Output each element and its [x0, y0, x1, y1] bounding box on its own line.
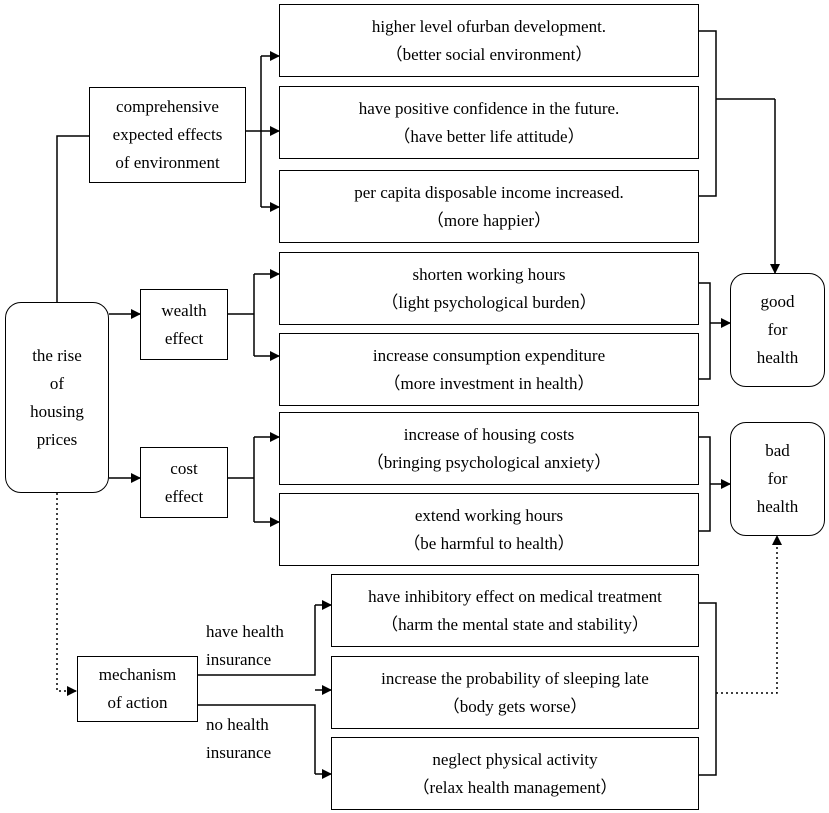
effect-main-text: increase the probability of sleeping lat…: [381, 668, 649, 688]
effect-sub-text: （relax health management）: [412, 777, 618, 797]
effect-box: extend working hours （be harmful to heal…: [279, 493, 699, 566]
root-line: prices: [36, 429, 78, 449]
effect-sub-text: （body gets worse）: [442, 696, 588, 716]
effect-box: increase consumption expenditure （more i…: [279, 333, 699, 406]
wealth-effect-node: wealth effect: [140, 289, 228, 360]
environment-effect-node: comprehensive expected effects of enviro…: [89, 87, 246, 183]
effect-main-text: extend working hours: [414, 505, 564, 525]
branch-label-line: insurance: [206, 743, 272, 762]
node-line: of environment: [115, 153, 220, 172]
node-line: mechanism: [98, 665, 177, 684]
node-line: of action: [107, 693, 168, 712]
bad-for-health-node: bad for health: [730, 422, 825, 536]
outcome-line: good: [760, 292, 795, 311]
branch-label-line: insurance: [206, 650, 272, 669]
effect-box: higher level ofurban development. （bette…: [279, 4, 699, 77]
root-line: the rise: [32, 345, 82, 365]
branch-label-line: no health: [206, 715, 269, 734]
effect-main-text: neglect physical activity: [432, 749, 598, 769]
effect-box: have inhibitory effect on medical treatm…: [331, 574, 699, 647]
node-line: cost: [170, 458, 198, 478]
effect-box: have positive confidence in the future. …: [279, 86, 699, 159]
root-to-mechanism-dotted-arrow: [56, 493, 77, 696]
effect-box: shorten working hours （light psychologic…: [279, 252, 699, 325]
effect-sub-text: （better social environment）: [385, 44, 593, 64]
outcome-line: health: [756, 497, 799, 516]
mechanism-to-bad-dotted-arrow: [716, 535, 782, 694]
effect-sub-text: （light psychological burden）: [381, 292, 597, 312]
outcome-line: bad: [765, 441, 790, 460]
node-line: comprehensive: [116, 97, 219, 116]
outcome-line: health: [756, 348, 799, 367]
node-line: expected effects: [112, 125, 223, 144]
node-line: wealth: [161, 300, 207, 320]
good-for-health-node: good for health: [730, 273, 825, 387]
effect-box: increase of housing costs （bringing psyc…: [279, 412, 699, 485]
node-line: effect: [164, 328, 204, 348]
mechanism-of-action-node: mechanism of action: [77, 656, 198, 722]
effect-sub-text: （be harmful to health）: [403, 533, 575, 553]
cost-effect-node: cost effect: [140, 447, 228, 518]
effect-main-text: increase of housing costs: [403, 424, 575, 444]
effect-main-text: have positive confidence in the future.: [358, 98, 620, 118]
branch-label-line: have health: [206, 622, 284, 641]
outcome-line: for: [767, 469, 788, 488]
no-health-insurance-label: no health insurance: [206, 711, 271, 767]
effect-main-text: have inhibitory effect on medical treatm…: [368, 586, 662, 606]
root-to-environment-connector: [56, 135, 89, 302]
effect-box: increase the probability of sleeping lat…: [331, 656, 699, 729]
root-line: housing: [30, 401, 84, 421]
effect-main-text: per capita disposable income increased.: [354, 182, 624, 202]
outcome-line: for: [767, 320, 788, 339]
effect-sub-text: （bringing psychological anxiety）: [366, 452, 612, 472]
root-node: the rise of housing prices: [5, 302, 109, 493]
effect-main-text: higher level ofurban development.: [371, 16, 607, 36]
effect-main-text: increase consumption expenditure: [372, 345, 606, 365]
effect-box: per capita disposable income increased. …: [279, 170, 699, 243]
node-line: effect: [164, 486, 204, 506]
effect-main-text: shorten working hours: [412, 264, 566, 284]
effect-sub-text: （have better life attitude）: [393, 126, 585, 146]
effect-sub-text: （more happier）: [426, 210, 552, 230]
root-line: of: [49, 373, 65, 393]
effect-sub-text: （more investment in health）: [383, 373, 595, 393]
have-health-insurance-label: have health insurance: [206, 618, 284, 674]
effect-box: neglect physical activity （relax health …: [331, 737, 699, 810]
effect-sub-text: （harm the mental state and stability）: [381, 614, 649, 634]
